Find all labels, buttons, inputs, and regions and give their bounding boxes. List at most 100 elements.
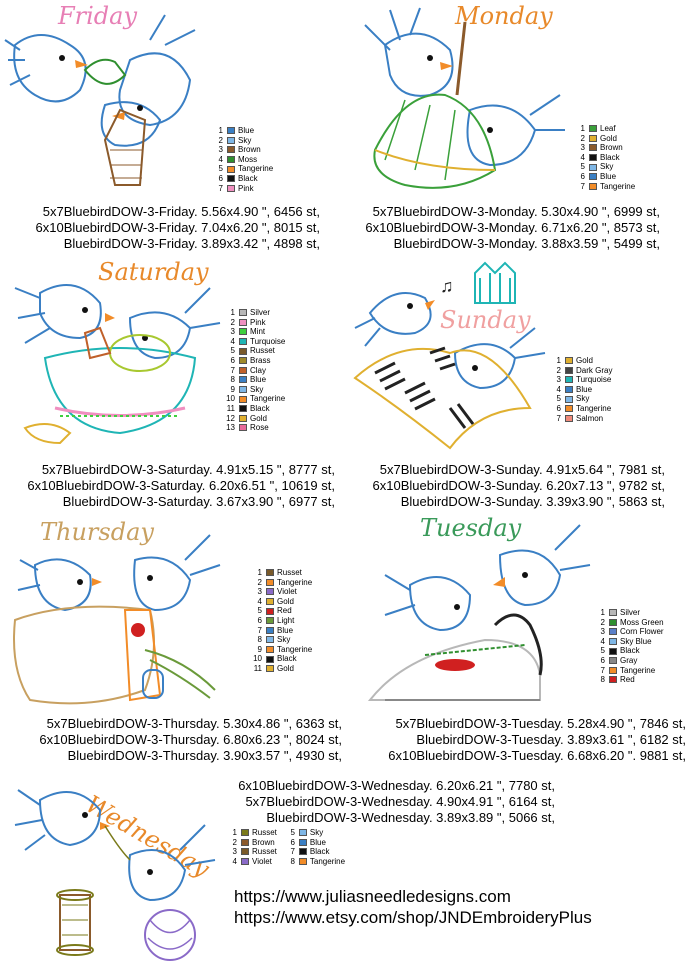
thread-color-name: Black (309, 847, 330, 857)
thread-color-name: Gold (277, 663, 294, 673)
size-line: BluebirdDOW-3-Sunday. 3.39x3.90 ", 5863 … (400, 494, 665, 509)
thread-color-swatch (589, 173, 597, 181)
thread-color-name: Sky (576, 394, 590, 404)
legend-number: 6 (290, 837, 295, 847)
size-line: 5x7BluebirdDOW-3-Sunday. 4.91x5.64 ", 79… (379, 462, 665, 477)
thread-color-name: Dark Gray (576, 365, 613, 375)
thread-color-swatch (227, 127, 235, 135)
thread-color-name: Blue (277, 625, 294, 635)
size-line: 5x7BluebirdDOW-3-Monday. 5.30x4.90 ", 69… (372, 204, 660, 219)
legend-number: 3 (580, 143, 585, 153)
legend-number: 7 (230, 365, 235, 375)
legend-number: 1 (600, 608, 605, 617)
legend-row: 3 Corn Flower (595, 627, 664, 637)
thread-color-name: Russet (252, 828, 277, 837)
legend-number: 4 (600, 636, 605, 646)
legend-number: 2 (556, 365, 561, 375)
legend-number: 3 (600, 627, 605, 637)
thread-color-name: Tangerine (238, 164, 274, 174)
thread-color-swatch (266, 617, 274, 625)
thread-color-name: Pink (250, 317, 266, 327)
legend-number: 1 (580, 124, 585, 133)
legend-row: 9 Tangerine (252, 644, 313, 655)
legend-number: 5 (230, 346, 235, 356)
size-line: 5x7BluebirdDOW-3-Saturday. 4.91x5.15 ", … (41, 462, 335, 477)
svg-text:♫: ♫ (440, 276, 454, 296)
legend-number: 6 (230, 355, 235, 365)
thread-color-name: Tangerine (277, 644, 313, 654)
legend-number: 8 (290, 856, 295, 866)
thread-color-swatch (239, 338, 247, 346)
legend-number: 5 (218, 164, 223, 174)
thread-color-swatch (609, 638, 617, 646)
thread-color-name: Sky (277, 635, 291, 645)
legend-number: 7 (600, 665, 605, 675)
thread-color-name: Blue (576, 384, 593, 394)
thread-color-swatch (589, 134, 597, 142)
thread-color-name: Corn Flower (620, 627, 664, 637)
size-line: 6x10BluebirdDOW-3-Saturday. 6.20x6.51 ",… (27, 478, 335, 493)
thread-color-name: Black (620, 646, 640, 656)
size-line: 6x10BluebirdDOW-3-Tuesday. 6.68x6.20 ". … (388, 748, 686, 763)
legend-number: 4 (580, 152, 585, 162)
legend-number: 1 (556, 356, 561, 365)
thread-color-name: Red (620, 675, 635, 685)
website-link-etsy[interactable]: https://www.etsy.com/shop/JNDEmbroideryP… (234, 908, 592, 927)
thread-color-swatch (298, 838, 307, 846)
legend-row: 5 Russet (225, 346, 285, 356)
legend-row: 2 Dark Gray (551, 365, 613, 376)
thread-color-swatch (239, 395, 247, 403)
day-title-friday: Friday (58, 2, 138, 30)
thread-color-swatch (298, 829, 307, 837)
thread-color-name: Sky Blue (620, 636, 652, 646)
thread-color-swatch (565, 386, 573, 394)
thread-color-swatch (239, 347, 247, 355)
legend-number: 10 (226, 394, 235, 404)
size-line: 6x10BluebirdDOW-3-Sunday. 6.20x7.13 ", 9… (372, 478, 665, 493)
thread-color-swatch (589, 154, 597, 162)
legend-number: 2 (232, 837, 237, 847)
thread-color-name: Gray (620, 655, 638, 665)
thread-color-name: Russet (250, 346, 275, 356)
thread-color-name: Moss Green (620, 617, 664, 627)
thread-color-swatch (227, 156, 235, 164)
thread-color-swatch (241, 838, 249, 846)
legend-number: 9 (257, 644, 262, 654)
legend-number: 5 (290, 828, 295, 837)
website-link-julias[interactable]: https://www.juliasneedledesigns.com (234, 887, 511, 906)
legend-number: 6 (257, 615, 262, 625)
thread-color-name: Black (238, 173, 258, 183)
wednesday-bluebird-illustration (14, 789, 216, 961)
legend-number: 6 (556, 403, 561, 413)
thread-color-swatch (589, 144, 597, 152)
thread-color-name: Sky (238, 135, 252, 145)
legend-number: 7 (257, 625, 262, 635)
day-title-tuesday: Tuesday (420, 514, 522, 542)
thread-color-name: Light (277, 615, 295, 625)
